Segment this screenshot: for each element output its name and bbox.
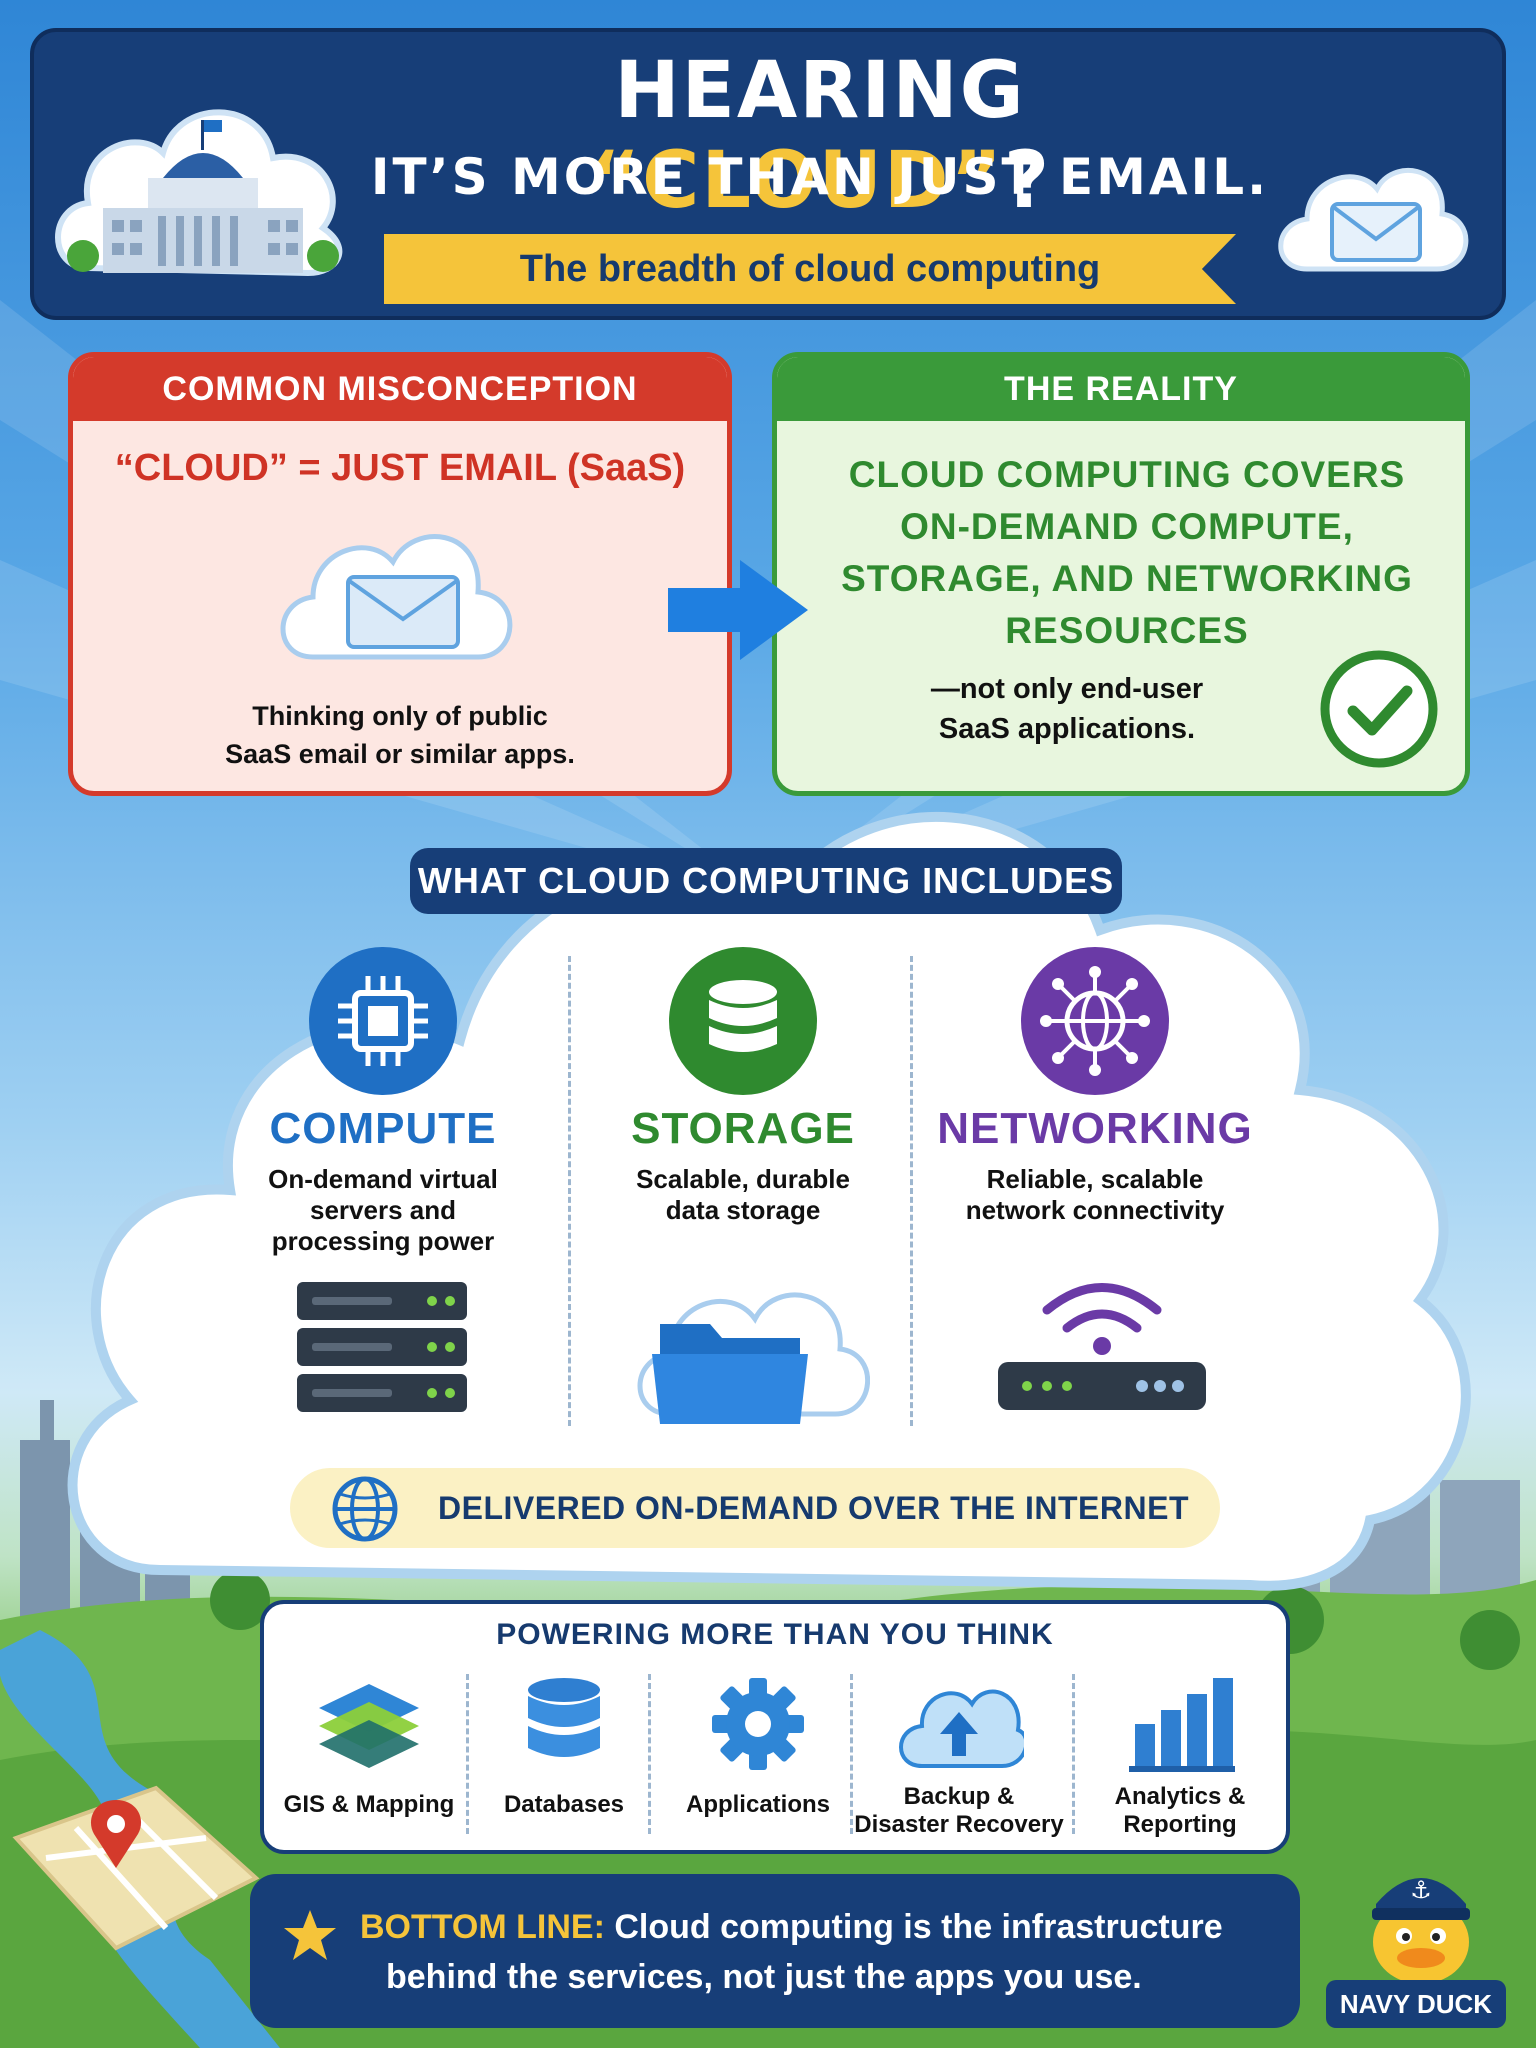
powering-item-analytics: Analytics &Reporting bbox=[1080, 1674, 1280, 1839]
powering-divider bbox=[648, 1674, 651, 1834]
delivered-text: DELIVERED ON-DEMAND OVER THE INTERNET bbox=[438, 1490, 1189, 1526]
compute-column: COMPUTE On-demand virtual servers and pr… bbox=[218, 1104, 548, 1257]
router-icon bbox=[998, 1283, 1206, 1410]
duck-mascot-icon: ⚓ bbox=[1372, 1876, 1470, 1984]
networking-description: Reliable, scalable network connectivity bbox=[965, 1164, 1225, 1225]
folder-cloud-icon bbox=[637, 1292, 870, 1424]
networking-column: NETWORKING Reliable, scalable network co… bbox=[930, 1104, 1260, 1226]
column-divider bbox=[910, 956, 913, 1426]
server-rack-icon bbox=[297, 1282, 467, 1412]
powering-item-gis: GIS & Mapping bbox=[274, 1674, 464, 1819]
layers-icon bbox=[319, 1684, 419, 1768]
checkmark-icon bbox=[1320, 650, 1438, 768]
mascot-label: NAVY DUCK bbox=[1326, 1980, 1506, 2028]
email-cloud-icon bbox=[1278, 167, 1469, 272]
database-icon bbox=[669, 947, 817, 1095]
header-ribbon: The breadth of cloud computing bbox=[384, 234, 1236, 304]
bar-chart-icon bbox=[1129, 1678, 1235, 1772]
network-globe-icon bbox=[1021, 947, 1169, 1095]
bottom-line-banner: BOTTOM LINE: Cloud computing is the infr… bbox=[250, 1874, 1300, 2028]
powering-item-applications: Applications bbox=[658, 1674, 858, 1819]
delivered-banner: DELIVERED ON-DEMAND OVER THE INTERNET bbox=[290, 1468, 1220, 1548]
cloud-upload-icon bbox=[899, 1689, 1029, 1768]
database-icon bbox=[528, 1678, 600, 1757]
misconception-description: Thinking only of public SaaS email or si… bbox=[225, 701, 575, 769]
column-divider bbox=[568, 956, 571, 1426]
gear-icon bbox=[712, 1678, 804, 1770]
page-title: HEARING “CLOUD”? bbox=[588, 46, 1052, 226]
powering-divider bbox=[466, 1674, 469, 1834]
storage-title: STORAGE bbox=[631, 1104, 855, 1153]
powering-divider bbox=[850, 1674, 853, 1834]
compute-title: COMPUTE bbox=[269, 1104, 497, 1153]
arrow-right-icon bbox=[668, 560, 808, 660]
misconception-heading: COMMON MISCONCEPTION bbox=[73, 357, 727, 421]
bottom-line-text: BOTTOM LINE: Cloud computing is the infr… bbox=[360, 1908, 1223, 1996]
misconception-card: COMMON MISCONCEPTION “CLOUD” = JUST EMAI… bbox=[68, 352, 732, 796]
map-pin-icon bbox=[12, 1785, 260, 1951]
building-icon bbox=[55, 109, 343, 277]
storage-column: STORAGE Scalable, durable data storage bbox=[578, 1104, 908, 1226]
networking-title: NETWORKING bbox=[937, 1104, 1253, 1153]
misconception-statement: “CLOUD” = JUST EMAIL (SaaS) bbox=[114, 447, 686, 489]
reality-card: THE REALITY CLOUD COMPUTING COVERS ON-DE… bbox=[772, 352, 1470, 796]
reality-heading: THE REALITY bbox=[777, 357, 1465, 421]
reality-statement: CLOUD COMPUTING COVERS ON-DEMAND COMPUTE… bbox=[841, 454, 1413, 651]
powering-item-databases: Databases bbox=[474, 1674, 654, 1819]
globe-icon bbox=[332, 1476, 398, 1542]
powering-title: POWERING MORE THAN YOU THINK bbox=[496, 1618, 1054, 1651]
powering-item-backup: Backup &Disaster Recovery bbox=[854, 1674, 1064, 1839]
star-icon bbox=[284, 1910, 336, 1960]
storage-description: Scalable, durable data storage bbox=[636, 1164, 850, 1225]
powering-panel: POWERING MORE THAN YOU THINK GIS & Mappi… bbox=[260, 1600, 1290, 1854]
email-cloud-icon bbox=[280, 534, 513, 660]
svg-text:⚓: ⚓ bbox=[1410, 1876, 1432, 1904]
includes-heading: WHAT CLOUD COMPUTING INCLUDES bbox=[410, 848, 1122, 914]
compute-description: On-demand virtual servers and processing… bbox=[268, 1164, 498, 1256]
cpu-icon bbox=[309, 947, 457, 1095]
powering-divider bbox=[1072, 1674, 1075, 1834]
reality-description: —not only end-user SaaS applications. bbox=[930, 673, 1204, 745]
page-subtitle: IT’S MORE THAN JUST EMAIL. bbox=[370, 148, 1270, 206]
